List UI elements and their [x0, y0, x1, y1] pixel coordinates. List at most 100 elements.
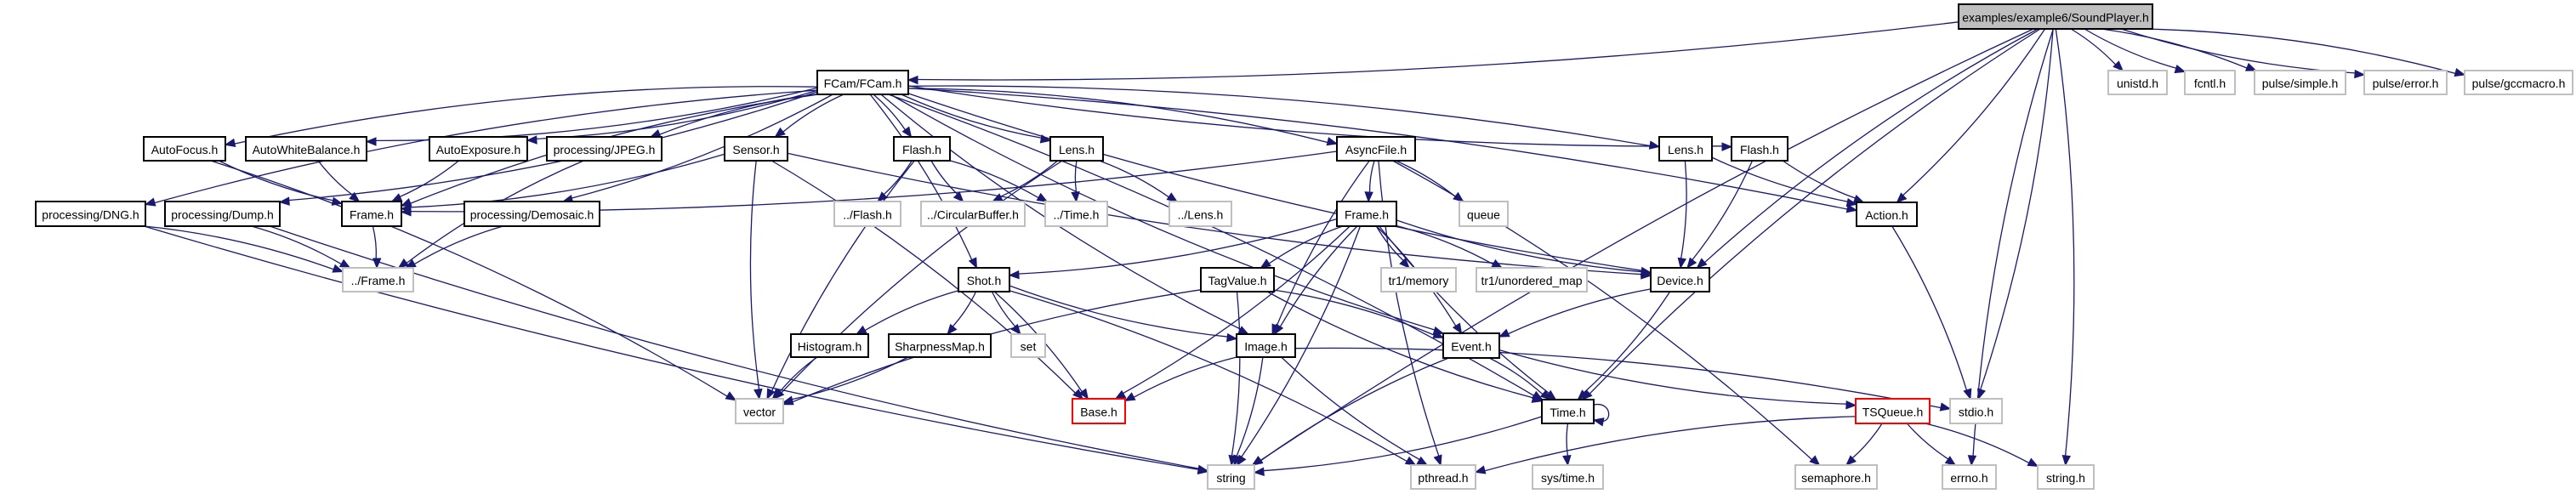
node-asyncfile-h[interactable]: AsyncFile.h: [1336, 136, 1416, 162]
edge-fcam-to-lens2: [907, 85, 1661, 150]
edge-line: [144, 225, 1200, 471]
arrowhead-icon: [753, 388, 763, 400]
node-tr1-memory: tr1/memory: [1380, 267, 1457, 292]
node-box: [1856, 202, 1918, 227]
node-sharpnessmap-h[interactable]: SharpnessMap.h: [888, 333, 992, 358]
node-box: [546, 136, 662, 162]
node-label: stdio.h: [1959, 406, 1993, 419]
arrowhead-icon: [1967, 455, 1977, 467]
arrowhead-icon: [372, 258, 382, 270]
node-box: [1532, 464, 1604, 490]
node-fcam-fcam-h[interactable]: FCam/FCam.h: [816, 70, 909, 95]
edge-line: [2055, 28, 2075, 457]
node-image-h[interactable]: Image.h: [1236, 333, 1296, 358]
node-lens-h[interactable]: Lens.h: [1049, 136, 1104, 162]
node-label: Action.h: [1865, 208, 1908, 222]
node-lens-h[interactable]: Lens.h: [1658, 136, 1713, 162]
arrowhead-icon: [1845, 400, 1857, 410]
node-label: Time.h: [1550, 406, 1585, 419]
arrowhead-icon: [774, 127, 786, 138]
node-time-h[interactable]: Time.h: [1541, 399, 1595, 424]
node-box: [1459, 201, 1509, 227]
edge-tagvalue-to-string: [1228, 291, 1241, 467]
node-box: [790, 333, 869, 358]
edge-line: [1488, 357, 1544, 395]
node-autoexposure-h[interactable]: AutoExposure.h: [429, 136, 528, 162]
edge-time-to-systime: [1562, 423, 1572, 467]
arrowhead-icon: [1432, 330, 1445, 338]
edge-autofocus-to-vector: [210, 160, 737, 401]
node-label: set: [1021, 340, 1037, 354]
edge-line: [1273, 289, 1436, 337]
edge-line: [1276, 160, 1370, 327]
arrowhead-icon: [1326, 137, 1339, 146]
node-label: ../Time.h: [1054, 208, 1100, 222]
arrowhead-icon: [1592, 417, 1605, 427]
node-flash-h[interactable]: Flash.h: [893, 136, 951, 162]
edge-line: [1236, 356, 1264, 457]
node-box: [2464, 70, 2573, 95]
arrowhead-icon: [1677, 257, 1687, 270]
node-label: Histogram.h: [798, 340, 862, 354]
node-vector: vector: [735, 398, 784, 424]
node-box: [893, 136, 951, 162]
edge-root-to-errno: [1967, 28, 2054, 467]
node-box: [1658, 136, 1713, 162]
node-histogram-h[interactable]: Histogram.h: [790, 333, 869, 358]
node-processing-dump-h[interactable]: processing/Dump.h: [164, 201, 281, 227]
arrowhead-icon: [947, 323, 958, 336]
node-autowhitebalance-h[interactable]: AutoWhiteBalance.h: [245, 136, 367, 162]
node-processing-demosaic-h[interactable]: processing/Demosaic.h: [463, 201, 600, 227]
edge-line: [1906, 423, 1950, 461]
edge-fcam-to-dump: [278, 91, 818, 206]
arrowhead-icon: [2174, 65, 2186, 74]
node-processing-jpeg-h[interactable]: processing/JPEG.h: [546, 136, 662, 162]
node-label: pthread.h: [1418, 471, 1468, 485]
node-sensor-h[interactable]: Sensor.h: [724, 136, 788, 162]
arrowhead-icon: [1944, 456, 1957, 466]
edge-line: [1972, 28, 2054, 457]
arrowhead-icon: [766, 388, 776, 400]
edge-lens2-to-action: [1711, 156, 1858, 207]
node-examples-example6-soundplayer-h[interactable]: examples/example6/SoundPlayer.h: [1958, 3, 2153, 30]
node-tsqueue-h[interactable]: TSQueue.h: [1855, 398, 1931, 424]
edge-line: [1259, 28, 2034, 462]
edge-line: [2101, 28, 2249, 70]
edge-frameL-to-rframe: [372, 225, 382, 270]
arrowhead-icon: [278, 196, 290, 206]
node-tagvalue-h[interactable]: TagValue.h: [1200, 267, 1275, 292]
edge-action-to-stdio: [1891, 225, 1972, 400]
edge-lens1-to-rtime: [1071, 160, 1080, 203]
edge-line: [782, 94, 844, 133]
edge-tagvalue-to-time: [1266, 291, 1544, 403]
node-flash-h[interactable]: Flash.h: [1731, 136, 1788, 162]
node-label: Lens.h: [1059, 143, 1095, 156]
node-label: ../Lens.h: [1178, 208, 1224, 222]
node-autofocus-h[interactable]: AutoFocus.h: [143, 136, 226, 162]
node-sys-time-h: sys/time.h: [1532, 464, 1604, 490]
node-label: TagValue.h: [1208, 274, 1266, 287]
node-device-h[interactable]: Device.h: [1650, 267, 1710, 292]
edge-root-to-time: [1581, 28, 2041, 400]
node-tr1-unordered-map: tr1/unordered_map: [1476, 267, 1588, 292]
node-base-h[interactable]: Base.h: [1072, 398, 1126, 424]
edge-event-to-tsqueue: [1498, 349, 1857, 410]
node-frame-h[interactable]: Frame.h: [341, 201, 402, 227]
node-shot-h[interactable]: Shot.h: [958, 267, 1010, 292]
node-unistd-h: unistd.h: [2107, 70, 2168, 95]
arrowhead-icon: [1399, 258, 1410, 269]
arrowhead-icon: [1562, 455, 1572, 467]
node-pthread-h: pthread.h: [1410, 464, 1476, 490]
node-box: [1169, 201, 1232, 227]
node-event-h[interactable]: Event.h: [1442, 332, 1500, 359]
arrowhead-icon: [855, 325, 867, 335]
node-action-h[interactable]: Action.h: [1856, 202, 1918, 227]
arrowhead-icon: [2244, 62, 2257, 71]
arrowhead-icon: [390, 193, 403, 202]
edge-asyncfile-to-pthread: [1378, 160, 1442, 467]
node-processing-dng-h[interactable]: processing/DNG.h: [35, 201, 146, 227]
arrowhead-icon: [1845, 455, 1857, 466]
edge-fcam-to-sensor: [774, 94, 844, 138]
node-pulse-gccmacro-h: pulse/gccmacro.h: [2464, 70, 2573, 95]
node-frame-h[interactable]: Frame.h: [1336, 201, 1397, 227]
